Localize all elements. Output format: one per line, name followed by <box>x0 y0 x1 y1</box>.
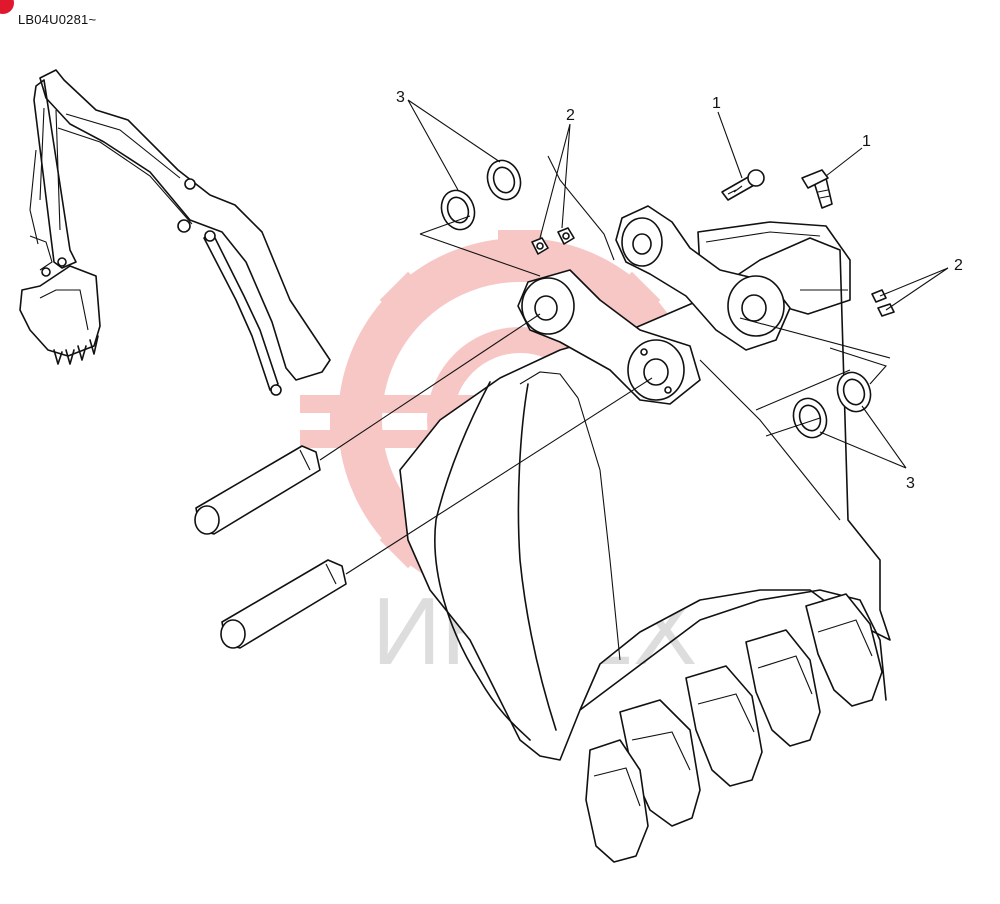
bolt-a <box>721 169 765 201</box>
link-bracket <box>517 205 791 405</box>
callout-2b: 2 <box>954 257 963 274</box>
callout-1b: 1 <box>862 133 871 150</box>
bucket-teeth <box>585 593 883 863</box>
bucket-body <box>399 221 891 761</box>
corner-badge-icon <box>0 0 14 14</box>
grease-fittings <box>531 227 895 317</box>
axis-line <box>739 317 891 359</box>
callout-1a: 1 <box>712 95 721 112</box>
seal-rings <box>440 159 872 439</box>
document-code: LB04U0281~ <box>18 12 97 27</box>
assembly-guides <box>419 155 887 437</box>
pin-upper <box>194 445 321 535</box>
callout-3a: 3 <box>396 89 405 106</box>
pin-lower <box>220 559 347 649</box>
callout-leaders <box>407 99 949 469</box>
callout-3b: 3 <box>906 475 915 492</box>
axis-line <box>319 313 541 461</box>
axis-line <box>345 377 653 575</box>
excavator-overview <box>19 69 331 396</box>
bolt-b <box>801 169 833 209</box>
callout-2a: 2 <box>566 107 575 124</box>
